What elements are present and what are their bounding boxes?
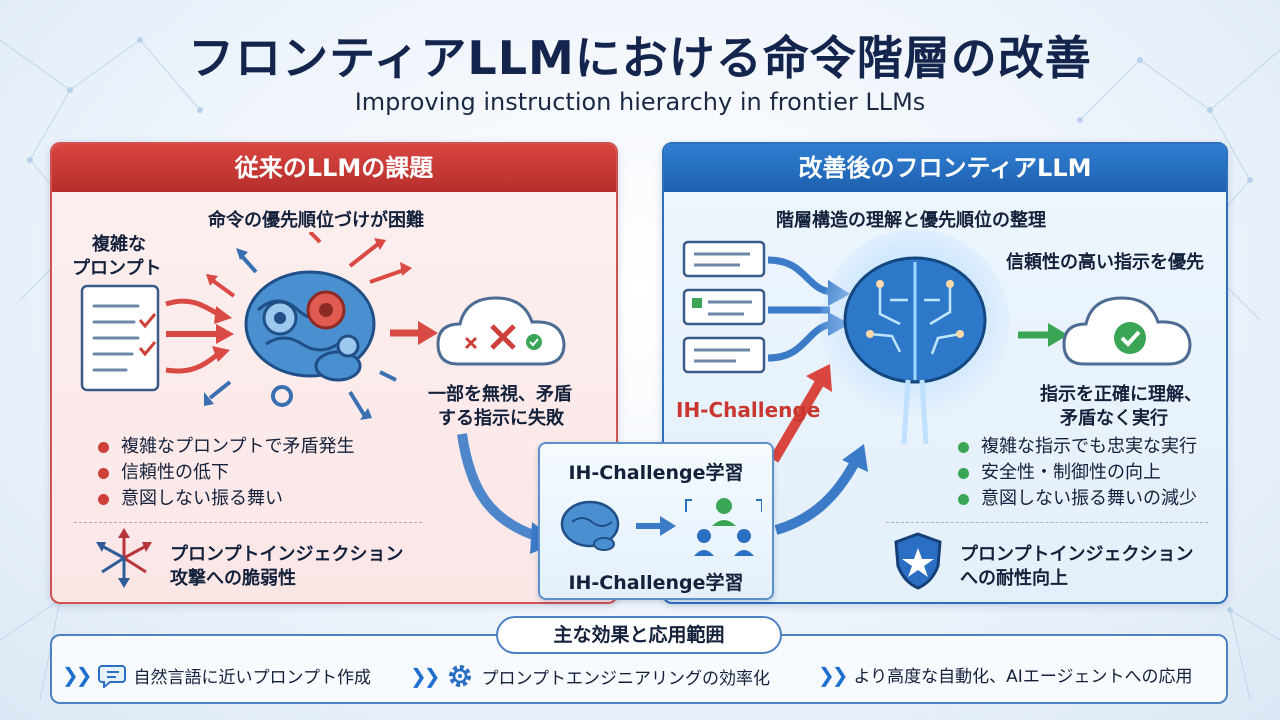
- page-title: フロンティアLLMにおける命令階層の改善: [188, 31, 1092, 85]
- list-item: 複雑な指示でも忠実な実行: [958, 434, 1197, 460]
- legacy-section-title: 命令の優先順位づけが困難: [208, 210, 424, 231]
- bullet-dot: [98, 467, 109, 479]
- list-item: 意図しない振る舞い: [98, 486, 354, 512]
- cloud-check-icon: [1062, 296, 1192, 366]
- prompt-label-line1: 複雑な: [92, 234, 146, 255]
- training-label-top: IH-Challenge学習: [568, 462, 744, 484]
- scattered-arrows: [204, 232, 412, 420]
- effect-item-automation: ❯❯ より高度な自動化、AIエージェントへの応用: [818, 662, 1193, 688]
- resistance-line1: プロンプトインジェクション: [960, 544, 1194, 565]
- chevron-right-icon: ❯❯: [410, 664, 440, 688]
- page-subtitle: Improving instruction hierarchy in front…: [354, 88, 926, 116]
- legacy-issues-list: 複雑なプロンプトで矛盾発生 信頼性の低下 意図しない振る舞い: [98, 434, 354, 512]
- list-item: 意図しない振る舞いの減少: [958, 486, 1197, 512]
- shield-star-icon: [894, 532, 942, 590]
- resistance-line2: への耐性向上: [960, 568, 1068, 589]
- list-item: 信頼性の低下: [98, 460, 354, 486]
- chevron-right-icon: ❯❯: [62, 663, 92, 687]
- chat-icon: [97, 665, 126, 688]
- improved-result-line1: 指示を正確に理解、: [1040, 384, 1202, 405]
- effects-title: 主な効果と応用範囲: [496, 616, 782, 654]
- list-item: 複雑なプロンプトで矛盾発生: [98, 434, 354, 460]
- flow-arrows: [457, 364, 868, 554]
- prompt-label-line2: プロンプト: [72, 258, 162, 279]
- bullet-dot: [958, 493, 969, 505]
- improved-result-line2: 矛盾なく実行: [1060, 408, 1168, 429]
- gear-icon: [448, 665, 471, 687]
- ih-challenge-training-box: IH-Challenge学習 IH-Challenge学習: [538, 442, 774, 600]
- instruction-cards-icon: [682, 240, 766, 374]
- training-flow-icon: [560, 498, 762, 556]
- improved-section-title: 階層構造の理解と優先順位の整理: [776, 210, 1046, 231]
- success-arrow: [1018, 323, 1068, 347]
- legacy-divider: [74, 522, 422, 523]
- chevron-right-icon: ❯❯: [818, 662, 848, 687]
- training-label-bottom: IH-Challenge学習: [568, 572, 744, 594]
- bullet-dot: [958, 441, 969, 453]
- list-item: 安全性・制御性の向上: [958, 460, 1197, 486]
- bullet-dot: [98, 441, 109, 453]
- improved-panel-heading: 改善後のフロンティアLLM: [664, 144, 1226, 192]
- vulnerability-line1: プロンプトインジェクション: [170, 544, 404, 565]
- effect-item-prompt-engineering: ❯❯ プロンプトエンジニアリングの効率化: [410, 664, 771, 689]
- improvements-list: 複雑な指示でも忠実な実行 安全性・制御性の向上 意図しない振る舞いの減少: [958, 434, 1197, 512]
- brain-gears-icon: [244, 270, 376, 382]
- document-icon: [80, 284, 160, 392]
- ih-challenge-arrow-label: IH-Challenge: [676, 398, 821, 422]
- legacy-panel-heading: 従来のLLMの課題: [52, 144, 616, 192]
- effect-item-natural-language: ❯❯ 自然言語に近いプロンプト作成: [62, 663, 372, 688]
- legacy-result-line1: 一部を無視、矛盾: [428, 384, 572, 405]
- bullet-dot: [958, 467, 969, 479]
- bullet-dot: [98, 493, 109, 505]
- scatter-arrows-icon: [96, 528, 152, 588]
- output-arrow: [390, 321, 438, 345]
- priority-label: 信頼性の高い指示を優先: [1006, 252, 1204, 273]
- input-arrows: [165, 298, 234, 374]
- improved-divider: [886, 522, 1208, 523]
- vulnerability-line2: 攻撃への脆弱性: [170, 568, 296, 589]
- cloud-error-icon: [436, 296, 566, 366]
- legacy-result-line2: する指示に失敗: [438, 408, 564, 429]
- brain-circuit-icon: [820, 229, 1010, 445]
